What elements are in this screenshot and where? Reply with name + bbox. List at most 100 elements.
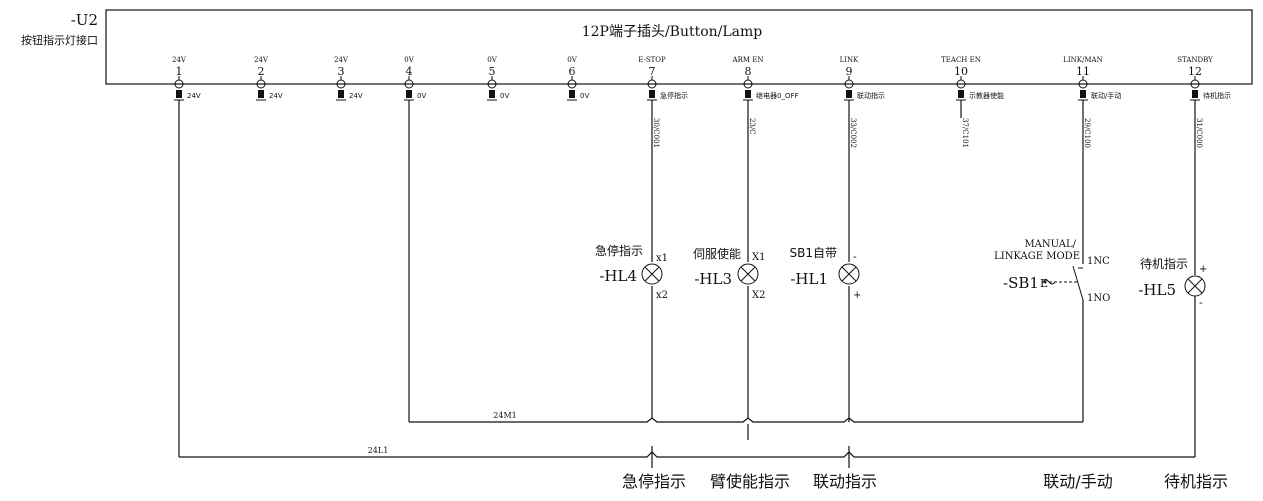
switch-sb1-wave [1042, 279, 1056, 285]
pin-number: 3 [338, 65, 345, 78]
lamp-hl3-term-1: X1 [752, 252, 765, 263]
pin-plug [1192, 90, 1198, 98]
pin-wire-label: 0V [580, 92, 589, 100]
bottom-label-link-manual: 联动/手动 [1043, 472, 1112, 491]
pin-terminal [487, 79, 497, 89]
lamp-hl1-desc: SB1自带 [790, 246, 838, 260]
cable-label-pin-10: 37/C101 [961, 118, 969, 148]
bottom-label-link: 联动指示 [813, 472, 877, 491]
switch-sb1-tag: -SB1 [1003, 274, 1039, 292]
pin-number: 1 [176, 65, 183, 78]
pin-signal-label: LINK [840, 56, 860, 64]
lamp-hl5-term-1: + [1199, 264, 1207, 275]
pin-plug [176, 90, 182, 98]
pin-plug [338, 90, 344, 98]
pin-terminal [1190, 79, 1200, 89]
lamp-hl1-symbol [838, 263, 860, 285]
pin-terminal [174, 79, 184, 89]
pin-wire-label: 示教器使能 [969, 91, 1004, 100]
pin-signal-label: 24V [254, 56, 269, 64]
switch-sb1-term-1: 1NC [1087, 256, 1110, 267]
lamp-hl5-tag: -HL5 [1138, 281, 1176, 299]
pin-wire-label: 0V [500, 92, 509, 100]
pin-terminal [336, 79, 346, 89]
pin-wire-label: 24V [187, 92, 201, 100]
lamp-hl5: 待机指示 -HL5 + - [1138, 256, 1207, 309]
lamp-hl1-cross-b [841, 266, 857, 282]
pin-number: 5 [489, 65, 496, 78]
switch-sb1-mode-line-1: MANUAL/ [1024, 239, 1076, 250]
pin-signal-label: STANDBY [1177, 56, 1213, 64]
bottom-label-estop: 急停指示 [622, 472, 686, 491]
pin-plug [489, 90, 495, 98]
lamp-hl1-term-2: + [853, 290, 861, 301]
bus-24v-label: 24L1 [368, 446, 389, 455]
lamp-hl4-cross-b [644, 266, 660, 282]
pin-terminal [404, 79, 414, 89]
switch-sb1-actuator-mark: E [1040, 277, 1048, 290]
lamp-hl4-term-1: x1 [656, 253, 668, 264]
pin-number: 4 [406, 65, 413, 78]
pin-wire-label: 24V [269, 92, 283, 100]
pin-plug [258, 90, 264, 98]
bottom-label-arm-enable: 臂使能指示 [710, 472, 790, 491]
lamp-hl1: SB1自带 -HL1 - + [790, 246, 862, 301]
pin-signal-label: TEACH EN [941, 56, 981, 64]
pin-plug [649, 90, 655, 98]
switch-sb1-contact [1072, 265, 1084, 301]
pin-terminal [256, 79, 266, 89]
lamp-hl5-desc: 待机指示 [1140, 256, 1188, 271]
pin-signal-label: 24V [172, 56, 187, 64]
pin-wire-label: 联动/手动 [1091, 91, 1121, 100]
pin-signal-label: 24V [334, 56, 349, 64]
pin-terminal [743, 79, 753, 89]
cable-label-pin-7: 30/C001 [652, 118, 660, 148]
pin-terminal [1078, 79, 1088, 89]
bus-0v-label: 24M1 [493, 411, 516, 420]
bottom-labels: 急停指示 臂使能指示 联动指示 联动/手动 待机指示 [622, 472, 1228, 491]
bus-24v [179, 451, 1195, 458]
pin-plug [569, 90, 575, 98]
pin-number: 8 [745, 65, 752, 78]
pin-signal-label: LINK/MAN [1063, 56, 1102, 64]
lamp-hl4-desc: 急停指示 [595, 243, 643, 258]
pin-wire-label: 待机指示 [1203, 91, 1231, 100]
pin-number: 11 [1076, 65, 1090, 78]
connector-title: 12P端子插头/Button/Lamp [582, 24, 763, 40]
pins-layer: 24V124V24V224V24V324V0V40V0V50V0V60VE-ST… [172, 56, 1231, 101]
pin-number: 2 [258, 65, 265, 78]
lamp-hl5-term-2: - [1199, 296, 1203, 309]
pin-wire-label: 急停指示 [660, 91, 688, 100]
pin-terminal [567, 79, 577, 89]
lamp-hl1-term-1: - [853, 250, 857, 263]
pin-plug [846, 90, 852, 98]
pin-wire-label: 24V [349, 92, 363, 100]
lamp-hl4-symbol [641, 263, 663, 285]
pin-plug [406, 90, 412, 98]
device-tag: -U2 [71, 11, 98, 29]
lamp-hl5-cross-b [1187, 278, 1203, 294]
pin-wire-label: 联动指示 [857, 91, 885, 100]
lamp-hl4-term-2: x2 [656, 290, 668, 301]
lamp-hl1-tag: -HL1 [790, 270, 828, 288]
pin-number: 6 [569, 65, 576, 78]
cable-label-pin-12: 31/C000 [1195, 118, 1203, 148]
pin-plug [745, 90, 751, 98]
lamp-hl3-desc: 伺服使能 [693, 246, 741, 261]
pin-terminal [844, 79, 854, 89]
pin-number: 9 [846, 65, 853, 78]
pin-plug [958, 90, 964, 98]
bus-0v [409, 417, 1083, 423]
pin-wire-label: 继电器0_OFF [756, 91, 799, 100]
pin-signal-label: E-STOP [638, 56, 666, 64]
cable-label-pin-11: 29/C100 [1083, 118, 1091, 148]
pin-plug [1080, 90, 1086, 98]
